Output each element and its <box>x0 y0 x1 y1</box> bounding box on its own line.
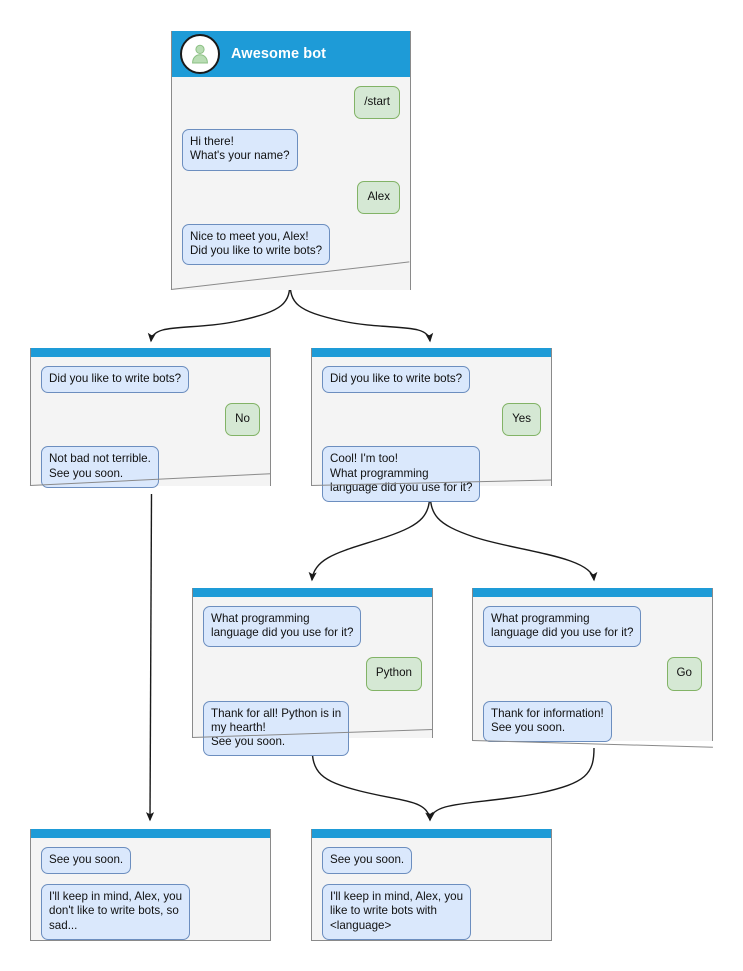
bot-message: I'll keep in mind, Alex, you don't like … <box>41 884 191 940</box>
user-avatar-icon <box>180 34 220 74</box>
answer-yes-node[interactable]: Did you like to write bots? Yes Cool! I'… <box>310 348 552 503</box>
bot-message: See you soon. <box>322 847 413 875</box>
node-titlebar <box>312 829 551 838</box>
bot-message: See you soon. <box>41 847 132 875</box>
message-list: What programming language did you use fo… <box>473 597 712 762</box>
node-titlebar <box>193 588 432 597</box>
answer-go-node[interactable]: What programming language did you use fo… <box>472 588 713 748</box>
node-titlebar: Awesome bot <box>172 31 410 77</box>
user-message: Alex <box>357 180 400 214</box>
node-titlebar <box>31 348 270 357</box>
bot-message: Cool! I'm too! What programming language… <box>322 446 481 503</box>
bot-message: What programming language did you use fo… <box>203 606 362 648</box>
node-titlebar <box>473 588 712 597</box>
bot-message: Not bad not terrible. See you soon. <box>41 446 159 488</box>
message-list: See you soon. I'll keep in mind, Alex, y… <box>312 838 551 960</box>
bot-message: Thank for information! See you soon. <box>483 700 612 743</box>
user-message: /start <box>354 86 400 120</box>
start-node[interactable]: Awesome bot /start Hi there! What's your… <box>170 31 411 290</box>
bot-message: Hi there! What's your name? <box>182 129 298 171</box>
user-message: Yes <box>502 403 541 437</box>
user-message: No <box>225 403 260 437</box>
bot-message: Nice to meet you, Alex! Did you like to … <box>182 223 331 266</box>
edge-no-to-end <box>145 493 155 822</box>
message-list: /start Hi there! What's your name? Alex … <box>172 77 410 285</box>
message-list: See you soon. I'll keep in mind, Alex, y… <box>31 838 270 960</box>
edge-root-to-no <box>147 280 291 343</box>
bot-message: What programming language did you use fo… <box>483 606 642 648</box>
answer-no-node[interactable]: Did you like to write bots? No Not bad n… <box>29 348 271 488</box>
bot-message: Did you like to write bots? <box>41 366 190 394</box>
edge-root-to-yes <box>289 280 434 343</box>
end-node-no[interactable]: See you soon. I'll keep in mind, Alex, y… <box>30 829 271 941</box>
user-message: Go <box>666 657 702 691</box>
message-list: Did you like to write bots? Yes Cool! I'… <box>312 357 551 522</box>
end-node-yes[interactable]: See you soon. I'll keep in mind, Alex, y… <box>311 829 552 941</box>
message-list: Did you like to write bots? No Not bad n… <box>31 357 270 508</box>
bot-name-label: Awesome bot <box>231 46 327 62</box>
bot-message: Thank for all! Python is in my hearth! S… <box>203 700 350 757</box>
user-message: Python <box>365 657 422 691</box>
message-list: What programming language did you use fo… <box>193 597 432 776</box>
node-titlebar <box>31 829 270 838</box>
bot-message: I'll keep in mind, Alex, you like to wri… <box>322 884 472 940</box>
bot-message: Did you like to write bots? <box>322 366 471 394</box>
answer-python-node[interactable]: What programming language did you use fo… <box>191 588 433 757</box>
node-titlebar <box>312 348 551 357</box>
